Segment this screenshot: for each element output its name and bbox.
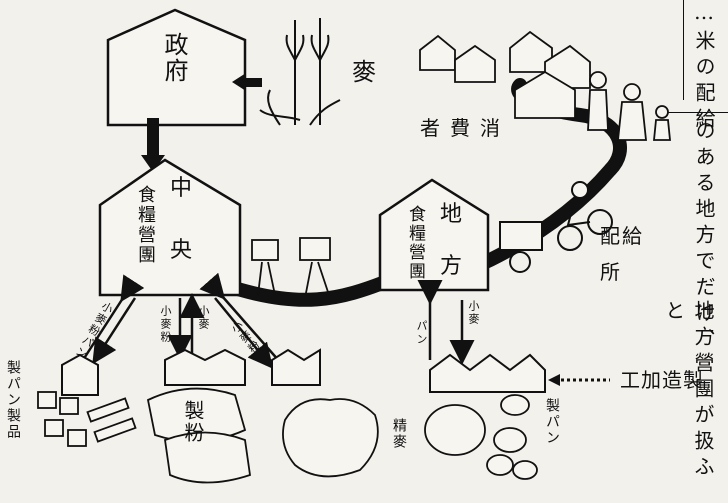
government-building [106, 8, 247, 127]
wheat-label: 麥 [352, 58, 376, 86]
bakery-products-label: 製パン製品 [5, 360, 21, 440]
products [37, 387, 538, 484]
delivery-cart [499, 181, 613, 273]
arrow-local-wheat: 小麥 [467, 300, 480, 326]
consumer-houses [419, 30, 591, 119]
government-label: 政府 [160, 32, 188, 84]
body-column-2: 地方營團が扱ふと [662, 300, 715, 482]
porters [251, 237, 331, 299]
local-bottom: 方 [440, 254, 463, 279]
factory-process-arrow [548, 374, 610, 386]
consumers-label: 消費者 [420, 116, 510, 140]
factories [61, 348, 546, 396]
wheat-to-government-arrow [232, 73, 262, 91]
title-column: …米の配給 [692, 0, 716, 134]
local-building [378, 178, 490, 292]
wheat-polished-label: 精麥 [391, 418, 407, 450]
gov-to-central-arrow [141, 118, 165, 172]
consumer-family [587, 71, 671, 141]
central-bottom: 央 [170, 238, 193, 263]
flour-label: 製粉 [181, 400, 205, 444]
local-sub: 食糧營團 [405, 205, 425, 281]
central-down-arrows [81, 272, 475, 369]
body-column-1: のある地方でだけ、 [692, 120, 716, 354]
bread-label: 製パン [544, 398, 560, 446]
arrow-local-bread: パン [415, 320, 428, 346]
wheat-plants [259, 18, 341, 126]
factory-process-label: 製造加工 [620, 368, 704, 392]
arrow-wheat-flour: 小麥粉 [159, 305, 172, 344]
distribution-label: 配給所 [600, 224, 644, 284]
central-sub: 食糧營團 [135, 185, 156, 265]
section-rule [668, 112, 728, 113]
arrow-wheat-small: 小麥 [197, 305, 210, 331]
central-top: 中 [170, 176, 193, 201]
title-rule [683, 0, 684, 100]
local-top: 地 [440, 202, 463, 227]
